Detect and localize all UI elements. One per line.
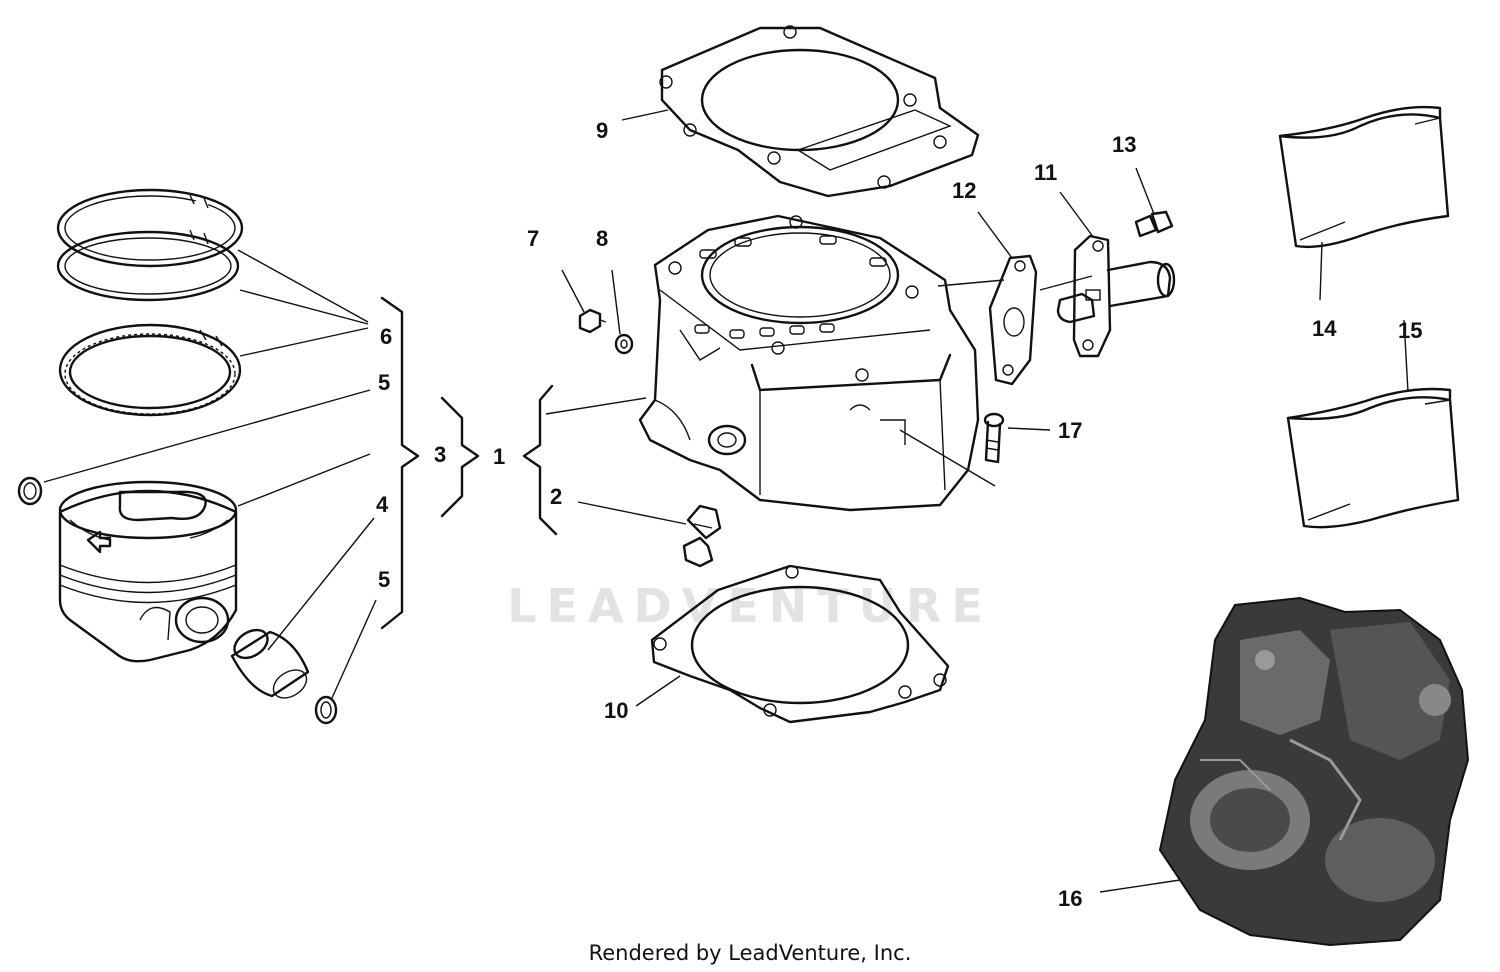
callout-13: 13 bbox=[1112, 132, 1136, 157]
sealant-bag-icon[interactable] bbox=[1286, 387, 1460, 529]
bolt-icon[interactable] bbox=[983, 412, 1005, 464]
callout-6: 6 bbox=[380, 324, 392, 349]
engine-icon[interactable] bbox=[1158, 596, 1470, 947]
cylinder-icon[interactable] bbox=[638, 214, 980, 512]
circlip-icon[interactable] bbox=[314, 695, 338, 725]
watermark-text: LEADVENTURE bbox=[507, 579, 993, 633]
assembly-brace bbox=[380, 296, 558, 630]
callout-4: 4 bbox=[376, 492, 389, 517]
callout-17: 17 bbox=[1058, 418, 1082, 443]
chain-tensioner-icon[interactable] bbox=[1056, 234, 1176, 358]
head-gasket-icon[interactable] bbox=[659, 25, 980, 198]
callout-15: 15 bbox=[1398, 318, 1422, 343]
circlip-icon[interactable] bbox=[17, 476, 43, 506]
callout-5a: 5 bbox=[378, 370, 390, 395]
piston-icon[interactable] bbox=[58, 480, 238, 663]
piston-pin-icon[interactable] bbox=[229, 624, 311, 703]
callout-8: 8 bbox=[596, 226, 608, 251]
callout-14: 14 bbox=[1312, 316, 1337, 341]
callout-12: 12 bbox=[952, 178, 976, 203]
callout-1: 1 bbox=[493, 444, 505, 469]
callout-10: 10 bbox=[604, 698, 628, 723]
base-gasket-icon[interactable] bbox=[650, 564, 950, 724]
tensioner-plug-icon[interactable] bbox=[1134, 210, 1174, 238]
nipple-fitting-icon[interactable] bbox=[682, 504, 722, 568]
footer-credit: Rendered by LeadVenture, Inc. bbox=[589, 941, 912, 965]
callout-9: 9 bbox=[596, 118, 608, 143]
callout-11: 11 bbox=[1034, 160, 1057, 185]
callout-3: 3 bbox=[434, 442, 446, 467]
callout-2: 2 bbox=[550, 484, 562, 509]
tensioner-gasket-icon[interactable] bbox=[988, 254, 1038, 386]
leader-lines bbox=[43, 109, 1409, 893]
sealant-bag-icon[interactable] bbox=[1278, 105, 1450, 249]
plug-screw-icon[interactable] bbox=[578, 308, 607, 334]
callout-5b: 5 bbox=[378, 567, 390, 592]
washer-icon[interactable] bbox=[614, 333, 634, 355]
callout-7: 7 bbox=[527, 226, 539, 251]
callout-16: 16 bbox=[1058, 886, 1082, 911]
piston-rings-icon[interactable] bbox=[56, 188, 244, 417]
